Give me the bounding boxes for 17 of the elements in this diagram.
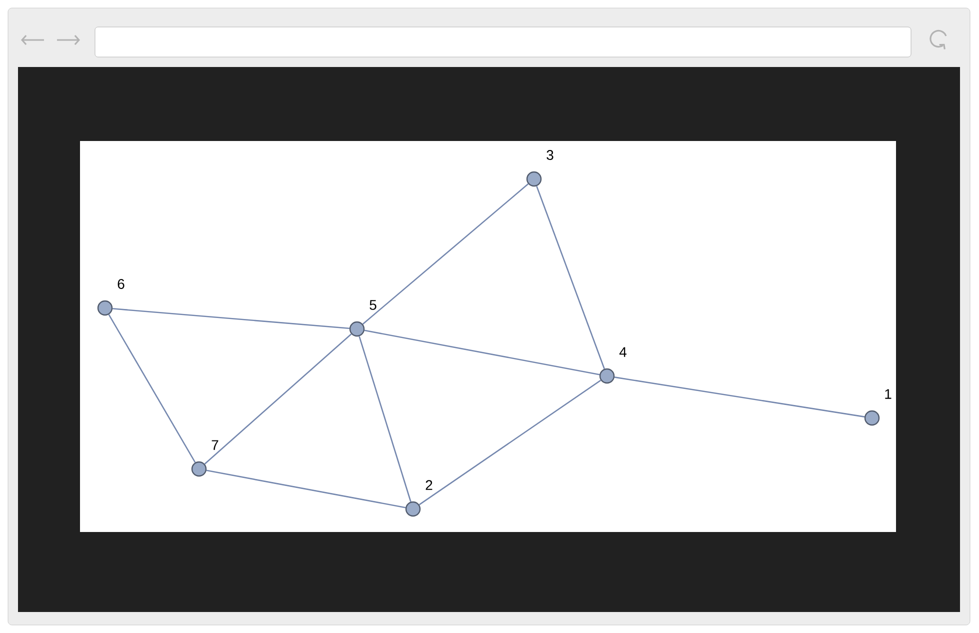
edge <box>418 380 602 506</box>
edge <box>358 336 412 502</box>
edge <box>108 314 196 463</box>
vertex-label: 2 <box>426 480 432 490</box>
edge <box>204 334 352 464</box>
edge <box>364 330 600 376</box>
edge <box>112 308 350 330</box>
vertex-label: 6 <box>118 279 124 289</box>
vertex-label: 1 <box>885 389 892 399</box>
vertex-label: 4 <box>619 347 626 357</box>
edge <box>614 376 865 418</box>
vertex-label: 3 <box>546 150 554 160</box>
vertex-label: 5 <box>370 300 376 310</box>
edge <box>362 183 529 325</box>
edge <box>206 470 406 508</box>
vertex-label: 7 <box>212 440 218 450</box>
edge <box>536 186 605 370</box>
